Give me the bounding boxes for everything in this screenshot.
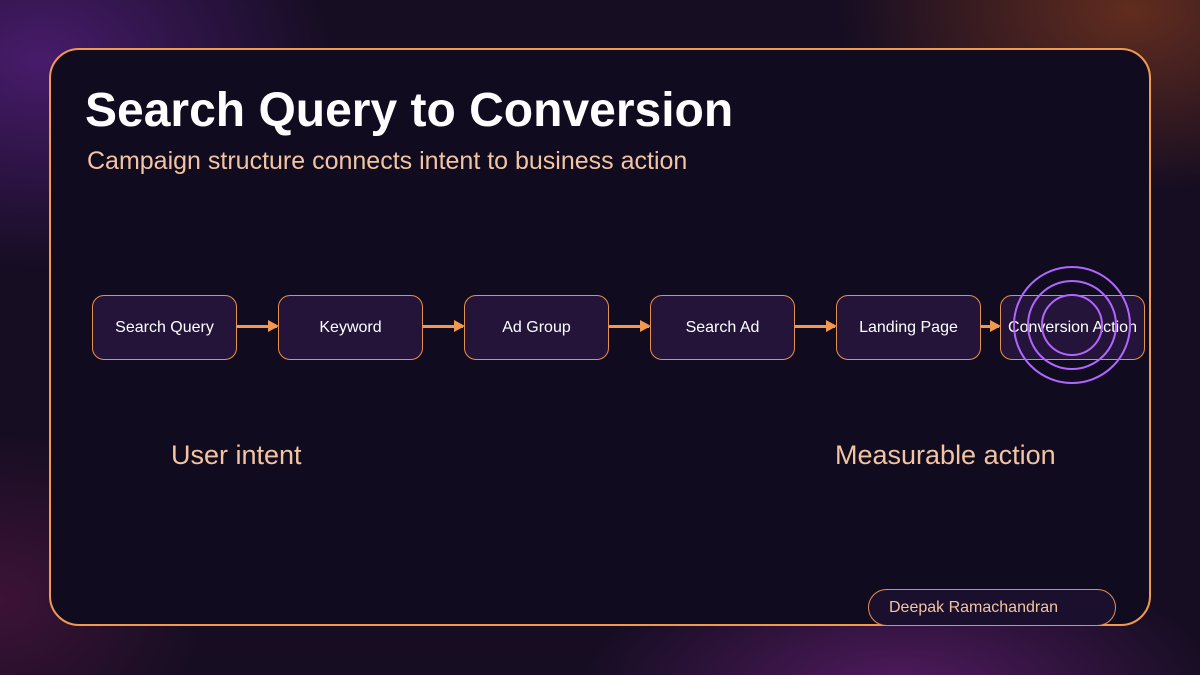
flow-arrow — [237, 320, 279, 332]
slide-subtitle: Campaign structure connects intent to bu… — [87, 147, 688, 175]
flow-arrow — [423, 320, 465, 332]
flow-step-search-ad: Search Ad — [650, 295, 795, 360]
flow-step-conversion-action: Conversion Action — [1000, 295, 1145, 360]
flow-step-landing-page: Landing Page — [836, 295, 981, 360]
flow-arrow — [981, 320, 1001, 332]
flow-arrow — [795, 320, 837, 332]
caption-measurable-action: Measurable action — [835, 440, 1056, 470]
flow-step-ad-group: Ad Group — [464, 295, 609, 360]
author-badge: Deepak Ramachandran — [868, 589, 1116, 626]
caption-user-intent: User intent — [171, 440, 302, 470]
flow-step-keyword: Keyword — [278, 295, 423, 360]
slide-title: Search Query to Conversion — [85, 84, 734, 137]
flow-arrow — [609, 320, 651, 332]
flow-step-search-query: Search Query — [92, 295, 237, 360]
